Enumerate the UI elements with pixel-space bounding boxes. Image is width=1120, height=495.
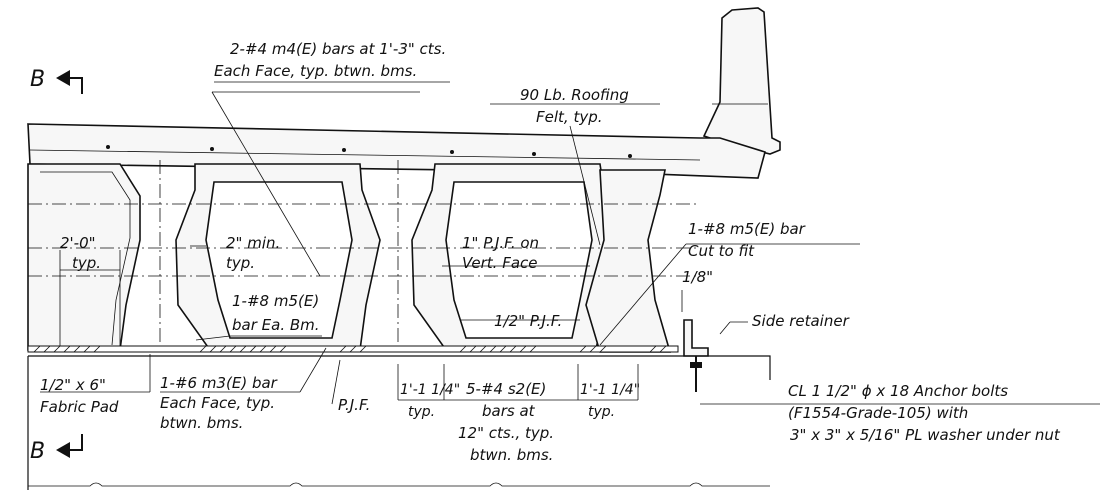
label-roofing-2: Felt, typ. (536, 108, 603, 126)
label-m3-1: 1-#6 m3(E) bar (160, 374, 278, 392)
label-dim-left-2: typ. (408, 404, 435, 420)
section-arrow-bottom-icon (56, 442, 70, 458)
section-cut-top: B (30, 67, 83, 94)
label-s2-2: bars at (482, 402, 536, 420)
label-dim-2in-1: 2" min. (226, 234, 280, 252)
box-beam-2 (175, 163, 381, 351)
anchor-bolt (690, 356, 702, 392)
label-fabric-1: 1/2" x 6" (40, 376, 106, 394)
label-m4-bars-1: 2-#4 m4(E) bars at 1'-3" cts. (230, 40, 446, 58)
label-eighth: 1/8" (682, 268, 713, 286)
label-m3-2: Each Face, typ. (160, 394, 275, 412)
label-pjf-vert-1: 1" P.J.F. on (462, 234, 539, 252)
label-anchor-1: CL 1 1/2" ϕ x 18 Anchor bolts (788, 382, 1008, 400)
label-dim-2ft-2: typ. (72, 254, 101, 272)
label-fabric-2: Fabric Pad (40, 398, 119, 416)
label-dim-right-2: typ. (588, 404, 615, 420)
section-letter-top: B (30, 67, 45, 92)
label-dim-2in-2: typ. (226, 254, 255, 272)
label-pjf-vert-2: Vert. Face (462, 254, 538, 272)
rebar-dots (106, 145, 632, 158)
section-line-top (70, 77, 83, 94)
label-anchor-2: (F1554-Grade-105) with (788, 404, 968, 422)
label-dim-right-1: 1'-1 1/4" (580, 382, 640, 398)
label-s2-3: 12" cts., typ. (458, 424, 554, 442)
section-letter-bottom: B (30, 439, 45, 464)
box-beam-3 (411, 163, 617, 351)
label-m5-cut-2: Cut to fit (688, 242, 755, 260)
label-anchor-3: 3" x 3" x 5/16" PL washer under nut (790, 426, 1061, 444)
substructure-break-line (28, 482, 770, 487)
label-dim-2ft-1: 2'-0" (60, 234, 96, 252)
substructure-top (28, 355, 771, 380)
fabric-pad-strip (27, 345, 679, 353)
label-pjf: P.J.F. (338, 396, 370, 414)
side-retainer-angle (683, 319, 709, 357)
section-line-bottom (70, 434, 83, 451)
leader-lines (40, 91, 1100, 405)
dimension-lines (59, 245, 683, 401)
label-m5-cut-1: 1-#8 m5(E) bar (688, 220, 806, 238)
section-arrow-top-icon (56, 70, 70, 86)
section-cut-bottom: B (30, 434, 83, 464)
label-s2-4: btwn. bms. (470, 446, 553, 464)
label-m5-ea-2: bar Ea. Bm. (232, 316, 320, 334)
label-m5-ea-1: 1-#8 m5(E) (232, 292, 319, 310)
barrier-parapet (702, 7, 781, 155)
label-s2-1: 5-#4 s2(E) (466, 380, 546, 398)
label-side-retainer: Side retainer (752, 312, 850, 330)
label-m4-bars-2: Each Face, typ. btwn. bms. (214, 62, 417, 80)
label-pjf-half: 1/2" P.J.F. (494, 312, 562, 330)
label-dim-left-1: 1'-1 1/4" (400, 382, 460, 398)
box-beam-4-exterior (585, 169, 672, 353)
deck-top-rebar-line (29, 149, 701, 161)
label-m3-3: btwn. bms. (160, 414, 243, 432)
label-roofing-1: 90 Lb. Roofing (520, 86, 629, 104)
